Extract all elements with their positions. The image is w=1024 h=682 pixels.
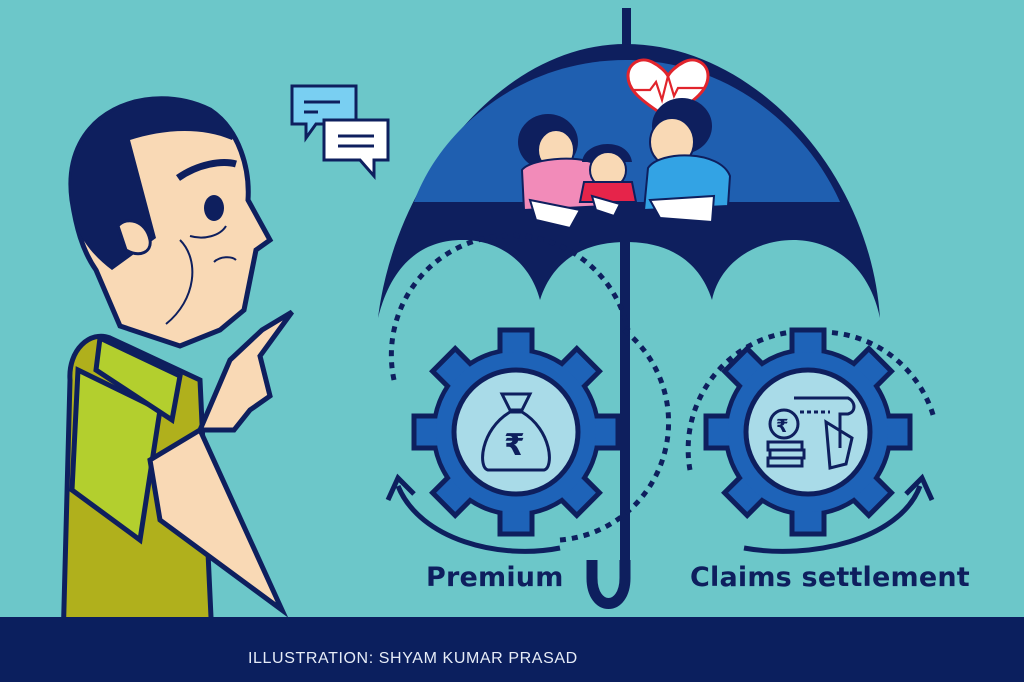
rupee-money-bag-icon: ₹: [481, 392, 551, 472]
premium-gear: ₹: [385, 232, 672, 554]
svg-text:₹: ₹: [504, 428, 525, 463]
svg-text:₹: ₹: [776, 416, 789, 437]
claims-settlement-label: Claims settlement: [690, 562, 970, 593]
footer-bar: [0, 617, 1024, 682]
thinking-man: [59, 96, 295, 682]
premium-label: Premium: [426, 562, 564, 593]
rupee-coins-and-signed-document-icon: ₹: [766, 396, 856, 470]
claims-gear: ₹: [685, 327, 937, 554]
family: [518, 98, 732, 230]
chat-bubbles-icon: [290, 84, 390, 180]
illustration-credit: ILLUSTRATION: SHYAM KUMAR PRASAD: [248, 650, 578, 667]
